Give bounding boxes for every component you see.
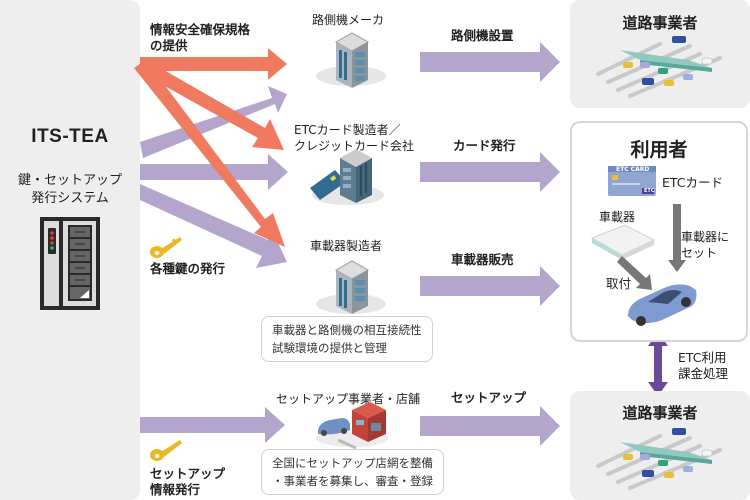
obu-label: 車載器: [599, 210, 636, 224]
etc-card-label: ETCカード: [662, 175, 724, 190]
road-operator-bottom: 道路事業者: [570, 391, 750, 500]
arrow-card-issue: [420, 152, 560, 192]
orange-arrow-to-roadside: [140, 48, 287, 80]
org-title: ITS-TEA: [31, 126, 109, 147]
obu-note-line1: 車載器と路側機の相互接続性: [272, 323, 422, 337]
card-maker-line2: クレジットカード会社: [294, 139, 415, 153]
setup-note-line1: 全国にセットアップ店網を整備: [272, 456, 433, 470]
billing-label: ETC利用 課金処理: [678, 350, 728, 382]
set-in-obu-line2: セット: [681, 246, 718, 260]
orange-arrow-to-obu: [134, 60, 285, 247]
org-subtitle-line2: 発行システム: [31, 191, 109, 206]
billing-line2: 課金処理: [678, 366, 729, 381]
user-title: 利用者: [630, 139, 688, 161]
card-issue-label: カード発行: [453, 138, 516, 153]
setup-info-line1: セットアップ: [150, 466, 226, 481]
setup-note-line2: ・事業者を募集し、審査・登録: [272, 474, 433, 488]
road-operator-bottom-title: 道路事業者: [622, 404, 698, 422]
roadside-maker-label: 路側機メーカ: [312, 13, 385, 27]
road-operator-top-title: 道路事業者: [622, 14, 698, 32]
arrow-setup: [420, 406, 560, 446]
purple-arrow-to-setup: [140, 407, 285, 443]
obu-maker-label: 車載器製造者: [310, 239, 383, 253]
card-maker-line1: ETCカード製造者／: [294, 123, 401, 137]
key-issue-label: 各種鍵の発行: [150, 261, 226, 276]
security-spec-line2: の提供: [150, 38, 188, 53]
roadside-install-label: 路側機設置: [451, 28, 514, 43]
etc-card-text: ETC CARD: [616, 166, 650, 173]
set-in-obu-label: 車載器に セット: [681, 229, 729, 261]
setup-flow-label: セットアップ: [451, 390, 527, 405]
mount-label: 取付: [606, 276, 632, 291]
set-in-obu-line1: 車載器に: [681, 230, 730, 244]
security-spec-line1: 情報安全確保規格: [150, 22, 251, 37]
obu-sales-label: 車載器販売: [451, 252, 514, 267]
obu-note: 車載器と路側機の相互接続性 試験環境の提供と管理: [261, 316, 433, 362]
setup-info-label: セットアップ 情報発行: [150, 466, 225, 498]
etc-card-badge: ETC: [644, 188, 655, 194]
card-maker-label: ETCカード製造者／ クレジットカード会社: [294, 122, 414, 154]
arrow-obu-sales: [420, 266, 560, 306]
billing-double-arrow: [648, 332, 668, 396]
org-subtitle-line1: 鍵・セットアップ: [17, 173, 122, 188]
setup-note: 全国にセットアップ店網を整備 ・事業者を募集し、審査・登録: [261, 449, 444, 495]
org-subtitle: 鍵・セットアップ 発行システム: [0, 172, 140, 208]
orange-arrow-to-card: [136, 58, 284, 150]
purple-arrow-to-roadside: [140, 86, 287, 158]
obu-note-line2: 試験環境の提供と管理: [272, 341, 387, 355]
setup-info-line2: 情報発行: [150, 482, 201, 497]
road-operator-top: 道路事業者: [570, 0, 750, 108]
security-spec-label: 情報安全確保規格 の提供: [150, 22, 250, 54]
purple-arrow-to-obu: [140, 184, 287, 268]
setup-shop-label: セットアップ事業者・店舗: [276, 392, 421, 406]
billing-line1: ETC利用: [678, 350, 727, 365]
arrow-roadside-install: [420, 42, 560, 82]
purple-arrow-to-card: [140, 154, 288, 190]
